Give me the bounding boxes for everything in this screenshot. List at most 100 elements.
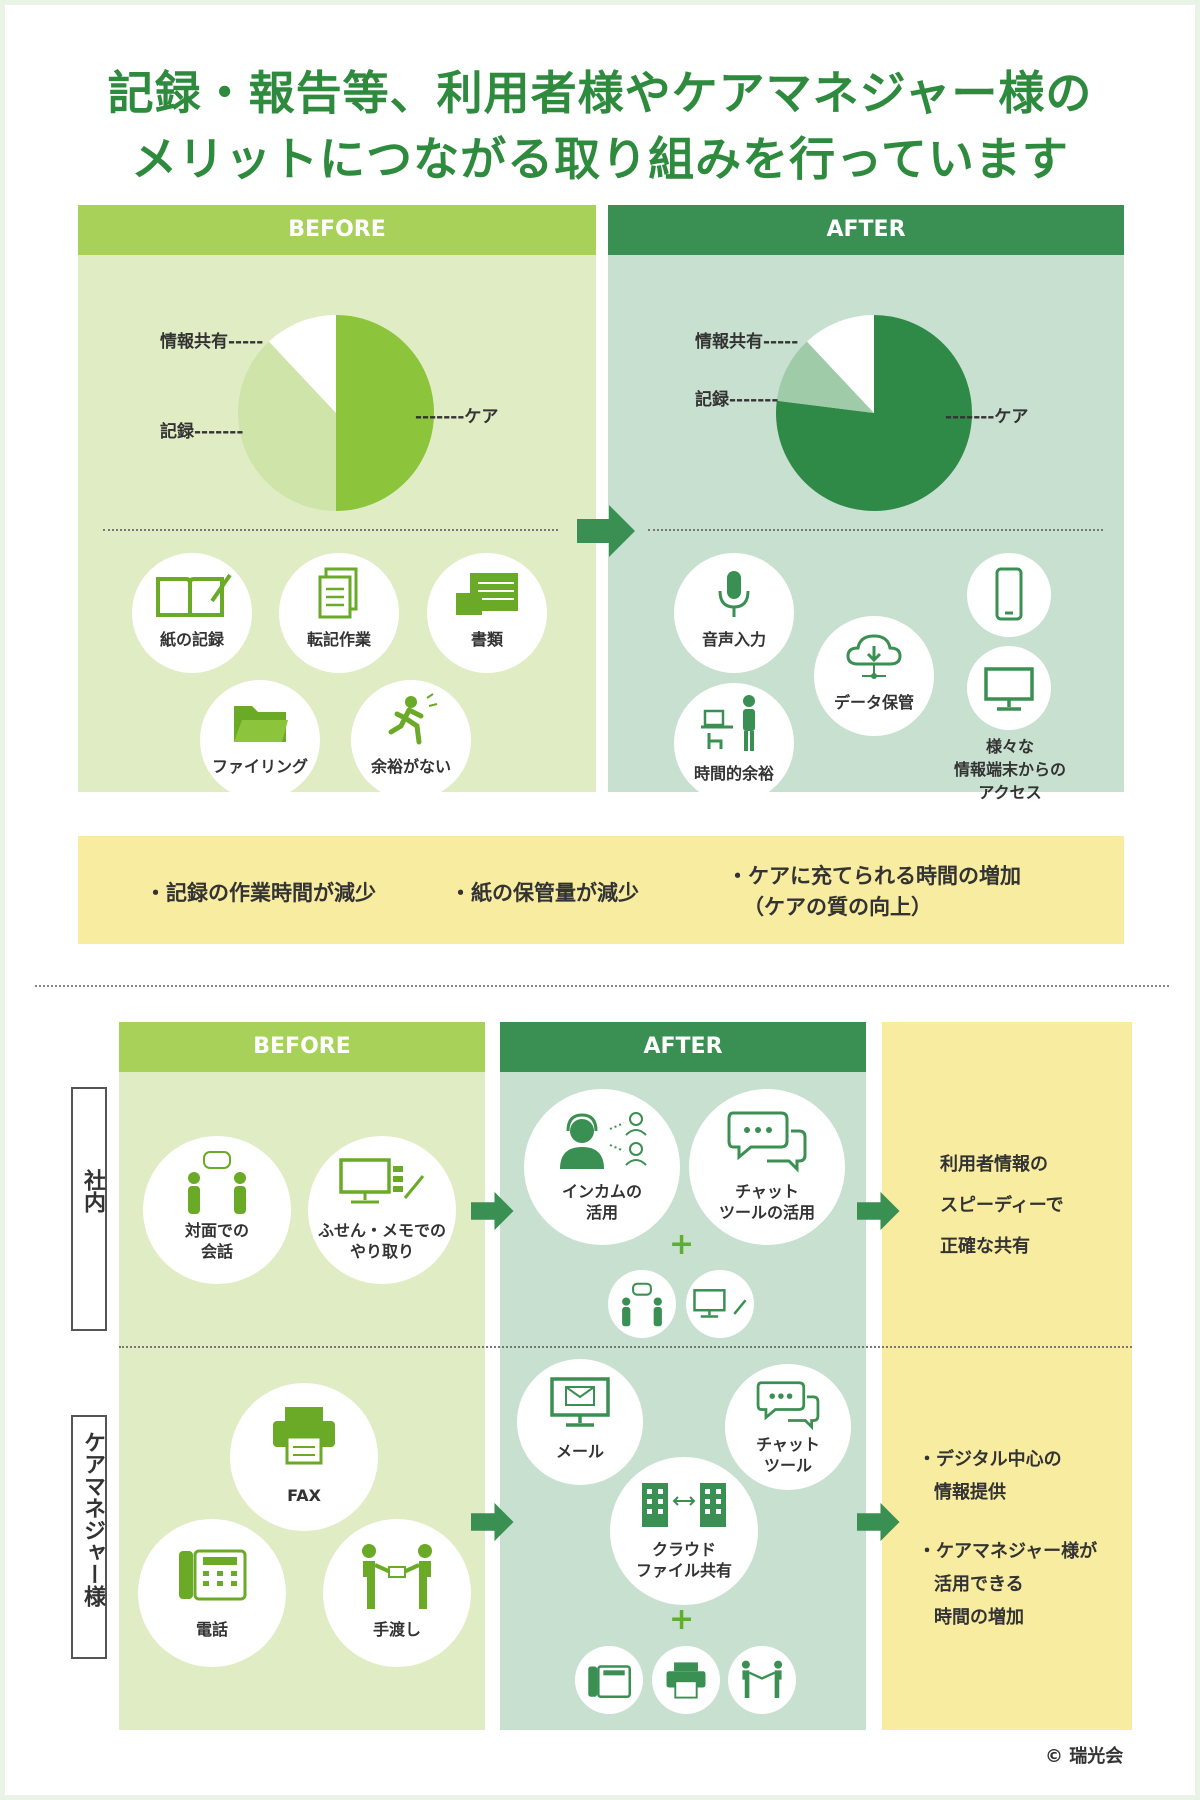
bottom-result-panel	[882, 1022, 1132, 1730]
mini-fax	[652, 1646, 720, 1714]
running-person-icon	[388, 693, 438, 745]
item-data-storage: データ保管	[814, 616, 934, 736]
circle-label: チャット ツールの活用	[689, 1181, 845, 1223]
circle-label: 手渡し	[372, 1620, 421, 1639]
internal-before-arrow	[471, 1191, 514, 1231]
row-label-caremanager: ケアマネジャー様	[71, 1415, 107, 1659]
internal-after-intercom: インカムの 活用	[524, 1089, 680, 1245]
result-line: 情報提供	[934, 1482, 1006, 1503]
circle-label: インカムの 活用	[524, 1181, 680, 1223]
summary-item-1: ・記録の作業時間が減少	[145, 881, 376, 905]
row-divider	[119, 1346, 1132, 1348]
handover-icon	[741, 1660, 783, 1698]
handover-icon	[362, 1544, 432, 1609]
conversation-people-icon	[188, 1151, 246, 1214]
bottom-before-header: BEFORE	[119, 1022, 485, 1072]
summary-item-3: ・ケアに充てられる時間の増加	[727, 864, 1021, 888]
chat-bubbles-icon	[727, 1111, 807, 1173]
pie-slice-記録	[238, 341, 336, 511]
row-label-internal: 社内	[71, 1087, 107, 1331]
circle-label: 対面での 会話	[143, 1220, 291, 1262]
label-line: チャット	[756, 1435, 820, 1454]
telephone-icon	[179, 1549, 247, 1601]
monitor-circle	[967, 646, 1051, 730]
result-line: 利用者情報の	[940, 1154, 1048, 1175]
paper-stack-icon	[456, 573, 518, 615]
mini-phone	[575, 1646, 643, 1714]
after-pie-label-care: -------ケア	[945, 407, 1029, 427]
mini-face-to-face	[608, 1270, 676, 1338]
item-documents: 書類	[427, 553, 547, 673]
pie-slice-情報共有	[268, 315, 336, 413]
summary-item-2: ・紙の保管量が減少	[450, 881, 639, 905]
fax-icon	[666, 1662, 706, 1699]
label-line: ふせん・メモでの	[317, 1221, 446, 1240]
item-label: 余裕がない	[370, 757, 451, 776]
mail-monitor-icon	[550, 1377, 610, 1427]
item-label: 転記作業	[306, 630, 371, 649]
cm-after-cloud-share: クラウド ファイル共有	[610, 1457, 758, 1605]
before-pie-label-care: -------ケア	[415, 407, 499, 427]
cm-result: ・デジタル中心の 情報提供 ・ケアマネジャー様が 活用できる 時間の増加	[918, 1443, 1097, 1634]
buildings-exchange-icon	[642, 1483, 726, 1527]
after-pie-label-share: 情報共有-----	[695, 332, 799, 352]
section-divider	[35, 985, 1169, 987]
row-label-internal-text: 社内	[80, 1169, 105, 1213]
after-pie-chart	[776, 315, 972, 511]
label-line: ツールの活用	[718, 1203, 815, 1222]
before-divider	[103, 529, 558, 531]
before-pie-chart	[238, 315, 434, 511]
label-line: 活用	[585, 1203, 618, 1222]
pie-slice-ケア	[336, 315, 434, 511]
cloud-icon	[846, 634, 902, 679]
fax-icon	[273, 1407, 335, 1465]
item-filing: ファイリング	[200, 680, 320, 800]
before-to-after-arrow	[577, 505, 635, 557]
result-line: 時間の増加	[934, 1607, 1024, 1628]
result-line: ・ケアマネジャー様が	[918, 1541, 1098, 1562]
mini-handover	[728, 1646, 796, 1714]
documents-icon	[318, 567, 358, 619]
cm-after-mail: メール	[517, 1359, 643, 1485]
internal-before-sticky-notes: ふせん・メモでの やり取り	[308, 1136, 456, 1284]
after-divider	[648, 529, 1103, 531]
internal-result: 利用者情報の スピーディーで 正確な共有	[940, 1148, 1064, 1263]
item-paper-record: 紙の記録	[132, 553, 252, 673]
microphone-icon	[718, 571, 750, 617]
device-access-label: 様々な 情報端末からの アクセス	[935, 735, 1085, 804]
device-label-line: 情報端末からの	[953, 760, 1066, 779]
open-book-icon	[156, 573, 232, 617]
pie-slice-記録	[776, 341, 874, 413]
relaxed-person-icon	[701, 695, 755, 751]
label-line: やり取り	[349, 1242, 414, 1261]
label-line: チャット	[735, 1182, 799, 1201]
folder-icon	[234, 706, 288, 742]
device-label-line: 様々な	[985, 737, 1034, 756]
before-pie-label-record: 記録-------	[160, 422, 244, 442]
circle-label: 電話	[195, 1620, 228, 1639]
item-label: 書類	[470, 630, 503, 649]
label-line: 対面での	[184, 1221, 249, 1240]
circle-label: FAX	[287, 1486, 321, 1505]
item-transcription: 転記作業	[279, 553, 399, 673]
before-header: BEFORE	[78, 205, 596, 255]
item-label: 音声入力	[701, 630, 766, 649]
infographic-page: 記録・報告等、利用者様やケアマネジャー様の メリットにつながる取り組みを行ってい…	[5, 5, 1195, 1795]
after-header: AFTER	[608, 205, 1124, 255]
cm-after-arrow	[857, 1502, 900, 1542]
item-voice-input: 音声入力	[674, 553, 794, 673]
pie-slice-情報共有	[806, 315, 874, 413]
cm-before-fax: FAX	[230, 1383, 378, 1531]
page-title-line1: 記録・報告等、利用者様やケアマネジャー様の	[107, 66, 1093, 120]
cm-before-handover: 手渡し	[323, 1519, 471, 1667]
item-no-time: 余裕がない	[351, 680, 471, 800]
result-line: 正確な共有	[940, 1236, 1030, 1257]
internal-after-chat: チャット ツールの活用	[689, 1089, 845, 1245]
chat-bubbles-icon	[756, 1381, 820, 1430]
item-label: 時間的余裕	[693, 764, 774, 783]
label-line: ファイル共有	[635, 1561, 732, 1580]
item-label: ファイリング	[211, 757, 308, 776]
item-label: 紙の記録	[159, 630, 224, 649]
label-line: ツール	[763, 1456, 812, 1475]
smartphone-icon	[995, 567, 1023, 621]
